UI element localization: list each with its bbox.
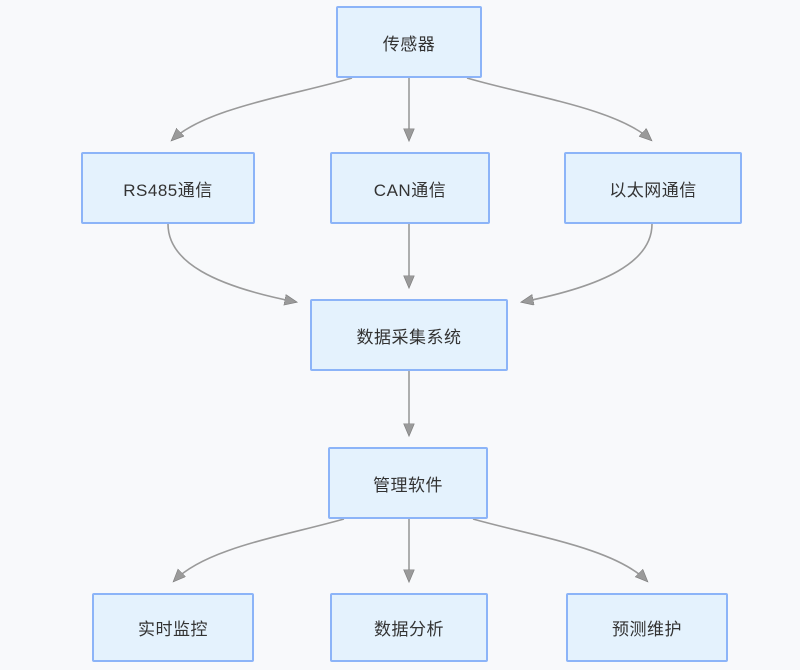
node-sensor-label: 传感器 (382, 34, 436, 54)
edge-software-to-maintenance (472, 518, 647, 581)
node-rs485[interactable]: RS485通信 (81, 152, 255, 224)
node-realtime-monitoring[interactable]: 实时监控 (92, 593, 254, 662)
edge-software-to-monitoring (174, 518, 345, 581)
node-management-software-label: 管理软件 (373, 475, 443, 495)
node-predictive-maintenance-label: 预测维护 (612, 620, 682, 639)
node-can-label: CAN通信 (373, 180, 447, 200)
node-realtime-monitoring-label: 实时监控 (138, 620, 208, 639)
node-ethernet[interactable]: 以太网通信 (564, 152, 742, 224)
node-data-analysis[interactable]: 数据分析 (330, 593, 488, 662)
node-predictive-maintenance[interactable]: 预测维护 (566, 593, 728, 662)
node-data-acquisition-system-label: 数据采集系统 (356, 327, 462, 347)
edge-rs485-to-daq (167, 223, 296, 302)
node-management-software[interactable]: 管理软件 (328, 447, 488, 519)
node-data-acquisition-system[interactable]: 数据采集系统 (310, 299, 508, 371)
node-sensor[interactable]: 传感器 (336, 6, 482, 78)
node-ethernet-label: 以太网通信 (609, 180, 697, 200)
edge-sensor-to-rs485 (172, 77, 353, 140)
edge-ethernet-to-daq (522, 223, 653, 302)
edge-sensor-to-ethernet (466, 77, 651, 140)
node-can[interactable]: CAN通信 (330, 152, 490, 224)
node-rs485-label: RS485通信 (123, 180, 213, 200)
node-data-analysis-label: 数据分析 (374, 620, 444, 639)
